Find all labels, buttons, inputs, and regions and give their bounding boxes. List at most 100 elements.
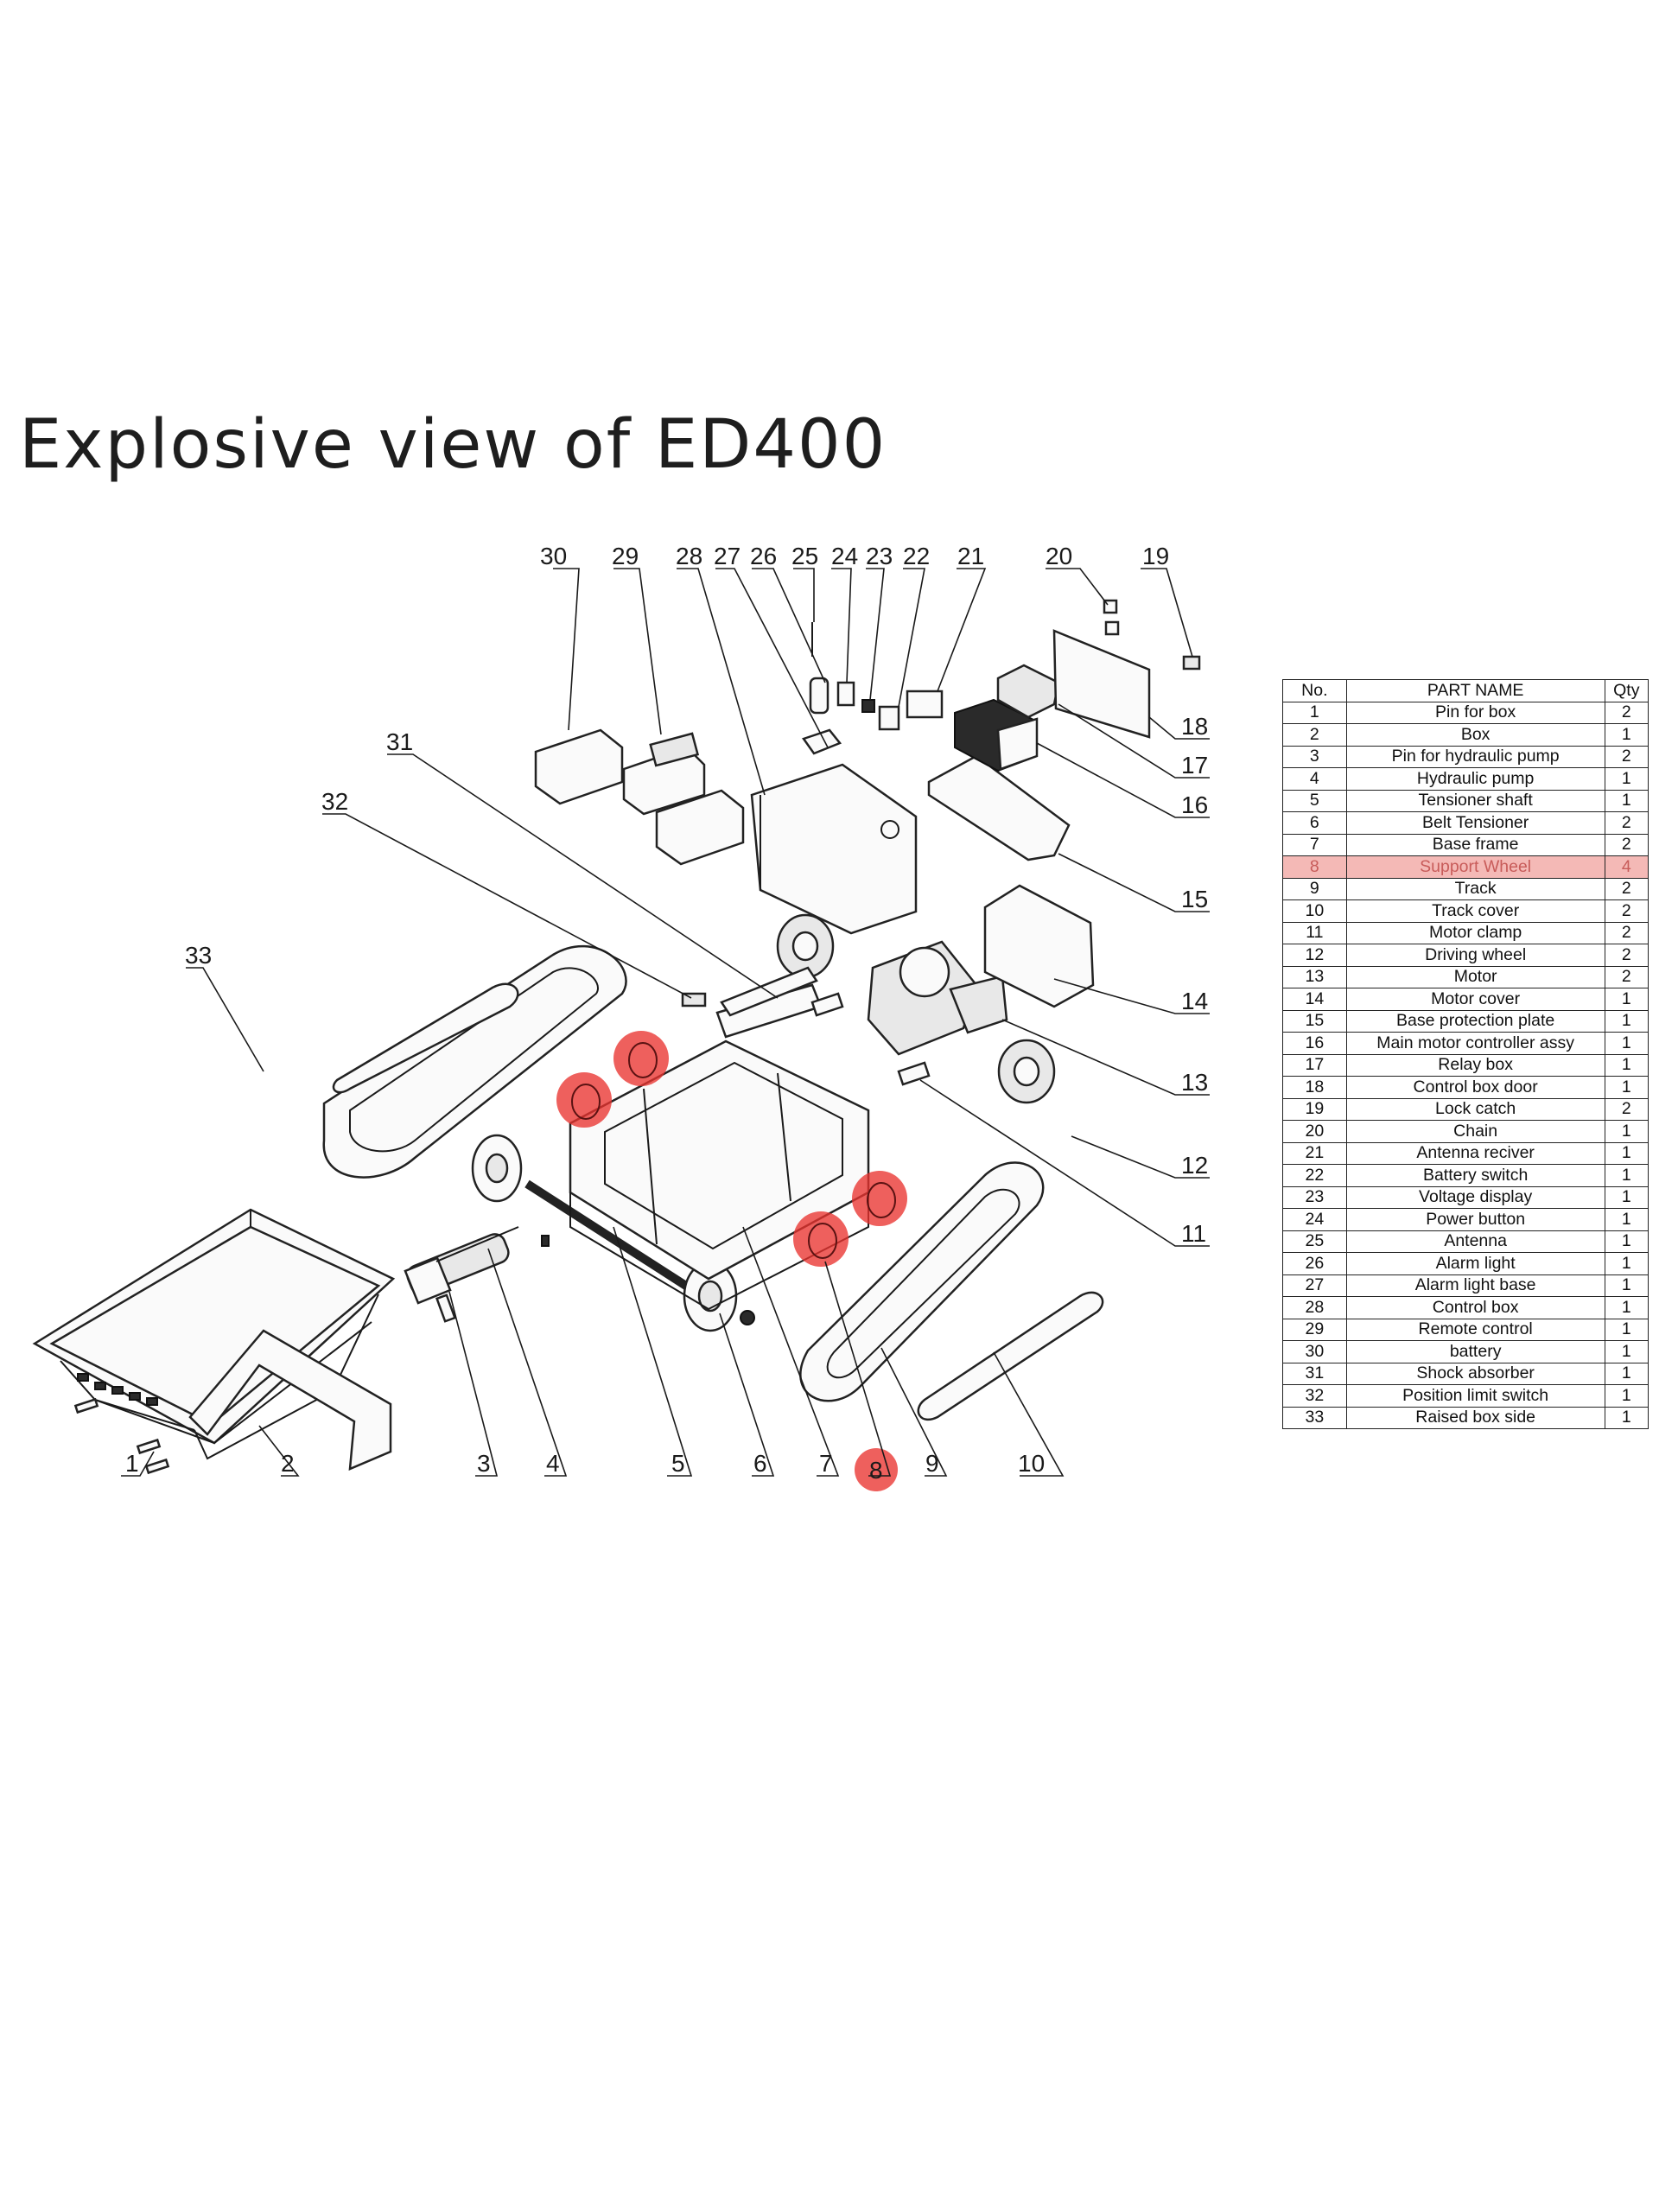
cell-part-name: Relay box [1345, 1053, 1605, 1077]
support-wheel-highlight[interactable] [852, 1171, 907, 1226]
track-drawing [322, 944, 1045, 1402]
hydraulic-pump-drawing [404, 1226, 519, 1323]
cell-qty: 1 [1604, 988, 1649, 1011]
cell-part-name: Support Wheel [1345, 855, 1605, 879]
cell-part-name: Hydraulic pump [1345, 767, 1605, 791]
callout-31: 31 [386, 728, 413, 755]
cell-part-name: Antenna reciver [1345, 1141, 1605, 1165]
cell-no: 24 [1282, 1208, 1347, 1231]
cell-qty: 2 [1604, 833, 1649, 856]
control-box-drawing [750, 622, 944, 935]
support-wheel-highlight[interactable] [793, 1211, 849, 1267]
cell-part-name: Control box [1345, 1296, 1605, 1319]
callout-10: 10 [1018, 1450, 1045, 1477]
cell-qty: 1 [1604, 1076, 1649, 1099]
callout-21: 21 [957, 543, 984, 569]
cell-no: 16 [1282, 1032, 1347, 1055]
support-wheel-highlights [556, 1031, 907, 1491]
cell-qty: 1 [1604, 1406, 1649, 1429]
motor-cover-drawing [983, 884, 1095, 1008]
callout-20: 20 [1046, 543, 1072, 569]
callout-16: 16 [1181, 791, 1208, 818]
cell-qty: 1 [1604, 767, 1649, 791]
callout-numbers: 1 2 3 4 5 6 7 8 9 10 11 12 13 14 15 16 1… [125, 543, 1208, 1484]
cell-no: 21 [1282, 1141, 1347, 1165]
callout-9: 9 [925, 1450, 939, 1477]
cell-qty: 1 [1604, 1208, 1649, 1231]
cell-qty: 1 [1604, 1032, 1649, 1055]
exploded-view-diagram: 1 2 3 4 5 6 7 8 9 10 11 12 13 14 15 16 1… [32, 543, 1210, 1491]
cell-qty: 2 [1604, 965, 1649, 988]
cell-no: 28 [1282, 1296, 1347, 1319]
callout-15: 15 [1181, 886, 1208, 912]
cell-no: 10 [1282, 899, 1347, 923]
callout-25: 25 [791, 543, 818, 569]
callout-17: 17 [1181, 752, 1208, 779]
callout-30: 30 [540, 543, 567, 569]
leader-lines [121, 568, 1210, 1477]
header-no: No. [1282, 679, 1347, 702]
cell-no: 26 [1282, 1252, 1347, 1275]
support-wheel-highlight[interactable] [556, 1072, 612, 1128]
cell-qty: 2 [1604, 811, 1649, 835]
callout-1: 1 [125, 1450, 139, 1477]
cell-part-name: Control box door [1345, 1076, 1605, 1099]
cell-part-name: Shock absorber [1345, 1362, 1605, 1385]
cell-no: 29 [1282, 1318, 1347, 1341]
cell-part-name: Alarm light [1345, 1252, 1605, 1275]
cell-qty: 2 [1604, 1097, 1649, 1121]
callout-22: 22 [903, 543, 930, 569]
cell-qty: 4 [1604, 855, 1649, 879]
cell-qty: 1 [1604, 1340, 1649, 1363]
cell-qty: 1 [1604, 1384, 1649, 1408]
cell-qty: 1 [1604, 1274, 1649, 1297]
base-frame-drawing [569, 983, 870, 1311]
cell-qty: 1 [1604, 1141, 1649, 1165]
cell-part-name: Driving wheel [1345, 944, 1605, 967]
cell-no: 1 [1282, 701, 1347, 724]
cell-part-name: Motor [1345, 965, 1605, 988]
callout-19: 19 [1142, 543, 1169, 569]
cell-qty: 1 [1604, 723, 1649, 747]
callout-4: 4 [546, 1450, 560, 1477]
cell-no: 32 [1282, 1384, 1347, 1408]
support-wheel-highlight[interactable] [613, 1031, 669, 1086]
cell-no: 7 [1282, 833, 1347, 856]
box-drawing [32, 1208, 396, 1460]
cell-part-name: Pin for hydraulic pump [1345, 745, 1605, 768]
base-protection-plate-drawing [927, 754, 1071, 861]
cell-no: 6 [1282, 811, 1347, 835]
cell-no: 2 [1282, 723, 1347, 747]
cell-qty: 1 [1604, 1318, 1649, 1341]
cell-qty: 2 [1604, 877, 1649, 900]
cell-part-name: Alarm light base [1345, 1274, 1605, 1297]
cell-no: 25 [1282, 1230, 1347, 1253]
cell-qty: 1 [1604, 1362, 1649, 1385]
cell-qty: 1 [1604, 1296, 1649, 1319]
cell-part-name: Track cover [1345, 899, 1605, 923]
callout-13: 13 [1181, 1069, 1208, 1096]
cell-part-name: Position limit switch [1345, 1384, 1605, 1408]
callout-29: 29 [612, 543, 639, 569]
cell-qty: 2 [1604, 921, 1649, 944]
callout-24: 24 [831, 543, 858, 569]
cell-no: 5 [1282, 789, 1347, 812]
cell-qty: 2 [1604, 944, 1649, 967]
cell-part-name: Tensioner shaft [1345, 789, 1605, 812]
